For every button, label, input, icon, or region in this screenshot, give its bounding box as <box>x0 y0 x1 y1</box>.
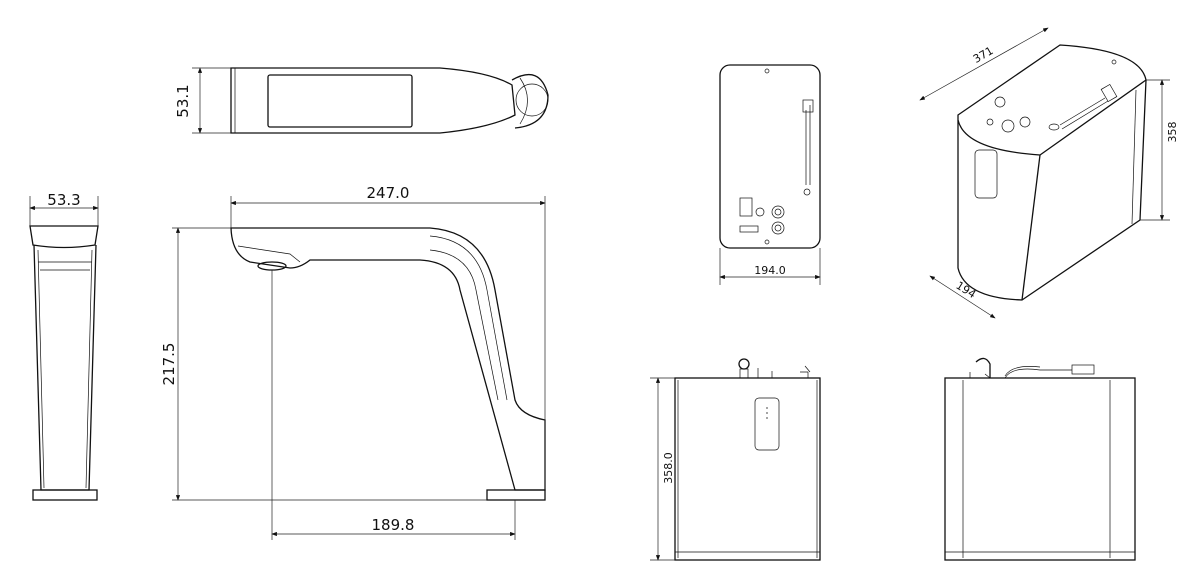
dimension-iso-length: 371 <box>919 27 1049 101</box>
dimension-label: 371 <box>971 44 996 66</box>
faucet-front-view <box>29 225 99 501</box>
tank-isometric-view <box>957 44 1147 301</box>
tank-side-view <box>944 357 1136 561</box>
tank-rear-view <box>719 64 821 249</box>
dimension-label: 358 <box>1166 122 1179 143</box>
dimension-overall-length: 247.0 <box>230 184 546 490</box>
tank-front-view <box>674 358 821 561</box>
dimension-label: 247.0 <box>367 184 410 202</box>
dimension-label: 189.8 <box>372 516 415 534</box>
faucet-side-view <box>230 227 546 501</box>
dimension-label: 358.0 <box>662 452 675 484</box>
dimension-front-height: 358.0 <box>650 377 675 561</box>
dimension-front-width: 53.3 <box>29 191 99 226</box>
dimension-spout-reach: 189.8 <box>271 270 516 540</box>
dimension-iso-width: 194 <box>929 275 996 319</box>
dimension-label: 194 <box>954 279 979 301</box>
dimension-overall-height: 217.5 <box>160 227 487 501</box>
dimension-label: 217.5 <box>160 343 178 386</box>
dimension-label: 53.1 <box>174 84 192 117</box>
dimension-label: 53.3 <box>47 191 80 209</box>
faucet-top-view <box>230 67 549 134</box>
dimension-iso-height: 358 <box>1140 79 1179 221</box>
dimension-rear-width: 194.0 <box>719 248 821 285</box>
dimension-top-width: 53.1 <box>174 67 231 134</box>
dimension-label: 194.0 <box>754 264 786 277</box>
